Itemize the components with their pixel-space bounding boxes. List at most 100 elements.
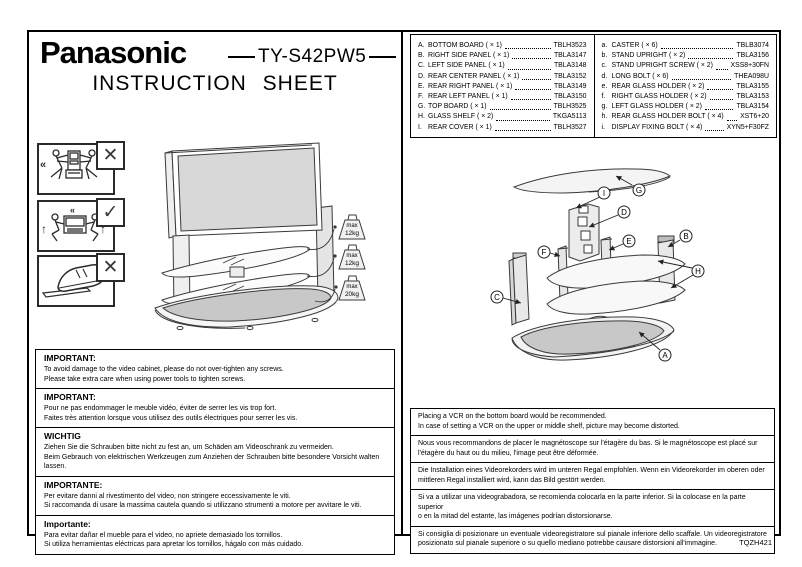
dotted-leader xyxy=(688,58,734,60)
label-B: B xyxy=(683,232,688,241)
cross-mark-badge: ✕ xyxy=(96,141,125,170)
part-number: THEA098U xyxy=(734,72,769,80)
note-line: To avoid damage to the video cabinet, pl… xyxy=(44,366,284,373)
note-heading: IMPORTANTE: xyxy=(44,479,103,490)
part-description: REAR RIGHT PANEL ( × 1) xyxy=(428,82,513,90)
important-note-row: IMPORTANTE: Per evitare danni al rivesti… xyxy=(36,475,394,515)
dash-line xyxy=(228,56,255,58)
part-description: LEFT SIDE PANEL ( × 1) xyxy=(428,62,505,70)
important-note-row: IMPORTANT: Pour ne pas endommager le meu… xyxy=(36,388,394,427)
dotted-leader xyxy=(510,99,551,101)
note-line: In case of setting a VCR on the upper or… xyxy=(418,422,680,430)
dotted-leader xyxy=(707,89,734,91)
part-number: TBLA3154 xyxy=(736,103,769,111)
dotted-leader xyxy=(715,68,728,70)
weight-limit-icon-middle: max 12kg xyxy=(338,244,366,270)
parts-list-row: C. LEFT SIDE PANEL ( × 1) TBLA3148 xyxy=(418,61,587,71)
part-description: STAND UPRIGHT ( × 2) xyxy=(611,52,686,60)
note-line: o en la mitad del estante, las imágenes … xyxy=(418,513,613,520)
model-number: TY-S42PW5 xyxy=(225,46,399,68)
check-icon: ✓ xyxy=(102,202,119,223)
parts-list-row: A. BOTTOM BOARD ( × 1) TBLH3523 xyxy=(418,41,587,51)
push-arrow-glyph: « xyxy=(40,159,46,171)
part-description: BOTTOM BOARD ( × 1) xyxy=(428,42,502,49)
vcr-note-row: Si va a utilizar una videograbadora, se … xyxy=(411,489,774,526)
note-line: posizionato sul pianale superiore o su q… xyxy=(418,540,718,547)
part-description: STAND UPRIGHT SCREW ( × 2) xyxy=(611,62,713,70)
dotted-leader xyxy=(489,109,551,111)
label-G: G xyxy=(636,186,642,195)
part-description: GLASS SHELF ( × 2) xyxy=(428,113,494,121)
parts-list-row: B. RIGHT SIDE PANEL ( × 1) TBLA3147 xyxy=(418,51,587,61)
dotted-leader xyxy=(494,129,551,131)
dash-line xyxy=(369,56,397,58)
parts-list-row: i. DISPLAY FIXING BOLT ( × 4) XYN5+F30FZ xyxy=(601,123,769,133)
part-letter: f. xyxy=(601,93,606,101)
note-heading: WICHTIG xyxy=(44,431,81,441)
dotted-leader xyxy=(507,68,551,70)
parts-list-right-column: a. CASTER ( × 6) TBLB3074 b. STAND UPRIG… xyxy=(593,35,777,137)
dotted-leader xyxy=(671,78,732,80)
part-letter: i. xyxy=(601,123,605,131)
parts-list-row: I. REAR COVER ( × 1) TBLH3527 xyxy=(418,123,587,133)
dotted-leader xyxy=(515,89,551,91)
dotted-leader xyxy=(504,48,551,50)
note-line: Nous vous recommandons de placer le magn… xyxy=(418,440,758,447)
note-line: Pour ne pas endommager le meuble vidéo, … xyxy=(44,405,277,412)
part-number: TBLA3150 xyxy=(553,93,587,101)
part-description: REAR CENTER PANEL ( × 1) xyxy=(428,72,520,80)
part-left-side-panel xyxy=(508,252,530,326)
part-letter: e. xyxy=(601,82,608,90)
part-letter: b. xyxy=(601,52,608,60)
callout-lines xyxy=(502,175,694,351)
important-notices: IMPORTANT: To avoid damage to the video … xyxy=(35,349,395,555)
tv-stand-illustration: max 12kg max 12kg max 20kg xyxy=(154,142,366,331)
note-line: mittleren Regal installiert wird, kann d… xyxy=(418,476,606,484)
weight-limit-icon-bottom: max 20kg xyxy=(338,275,366,301)
part-number: TBLA3147 xyxy=(553,52,587,60)
note-line: Para evitar dañar el mueble para el vide… xyxy=(44,531,283,539)
note-line: Please take extra care when using power … xyxy=(44,375,246,383)
part-letter: d. xyxy=(601,72,608,80)
note-line: Si raccomanda di usare la massima cautel… xyxy=(44,502,362,509)
label-I: I xyxy=(603,189,605,198)
dotted-leader xyxy=(512,58,551,60)
part-rear-center-panel xyxy=(568,203,600,262)
part-glass-shelf-upper xyxy=(546,254,686,289)
dotted-leader xyxy=(704,109,734,111)
part-description: REAR GLASS HOLDER BOLT ( × 4) xyxy=(611,113,724,121)
model-text: TY-S42PW5 xyxy=(258,46,367,67)
parts-list-row: c. STAND UPRIGHT SCREW ( × 2) XSS8+30FN xyxy=(602,61,769,71)
part-number: TBLA3153 xyxy=(736,93,769,101)
part-number: TBLA3156 xyxy=(736,52,769,60)
note-line: Die Installation eines Videorekorders wi… xyxy=(418,467,765,474)
part-letter: A. xyxy=(418,42,425,49)
parts-list-row: e. REAR GLASS HOLDER ( × 2) TBLA3155 xyxy=(601,82,769,92)
column-divider xyxy=(401,32,403,534)
parts-list-row: h. REAR GLASS HOLDER BOLT ( × 4) XST6+20 xyxy=(602,112,769,122)
note-line: Si utiliza herramientas eléctricas para … xyxy=(44,541,304,548)
part-letter: I. xyxy=(418,123,422,131)
dotted-leader xyxy=(705,129,724,131)
part-number: TBLH3527 xyxy=(553,123,587,131)
parts-list-left-column: A. BOTTOM BOARD ( × 1) TBLH3523 B. RIGHT… xyxy=(411,35,594,137)
note-line: Placing a VCR on the bottom board would … xyxy=(418,413,607,420)
shelf-bracket xyxy=(229,266,245,278)
note-heading: IMPORTANT: xyxy=(44,392,96,402)
instruction-sheet: Panasonic TY-S42PW5 INSTRUCTION SHEET « … xyxy=(27,30,781,555)
lift-arrow-glyph: ↑ xyxy=(41,222,47,236)
parts-list-row: g. LEFT GLASS HOLDER ( × 2) TBLA3154 xyxy=(602,102,769,112)
no-step-icon xyxy=(41,264,104,298)
parts-list-row: D. REAR CENTER PANEL ( × 1) TBLA3152 xyxy=(418,72,587,82)
label-H: H xyxy=(695,267,701,276)
leader-lines xyxy=(306,225,338,303)
parts-list-row: a. CASTER ( × 6) TBLB3074 xyxy=(601,41,769,51)
part-description: CASTER ( × 6) xyxy=(611,42,658,49)
part-number: TKGA5113 xyxy=(552,113,587,121)
part-letter: a. xyxy=(601,42,608,49)
page-title: INSTRUCTION SHEET xyxy=(92,72,338,95)
vcr-note-row: Nous vous recommandons de placer le magn… xyxy=(411,435,774,462)
callout-labels: G I D E B F H C A xyxy=(490,183,705,362)
part-letter: B. xyxy=(418,52,425,60)
dotted-leader xyxy=(660,48,734,50)
